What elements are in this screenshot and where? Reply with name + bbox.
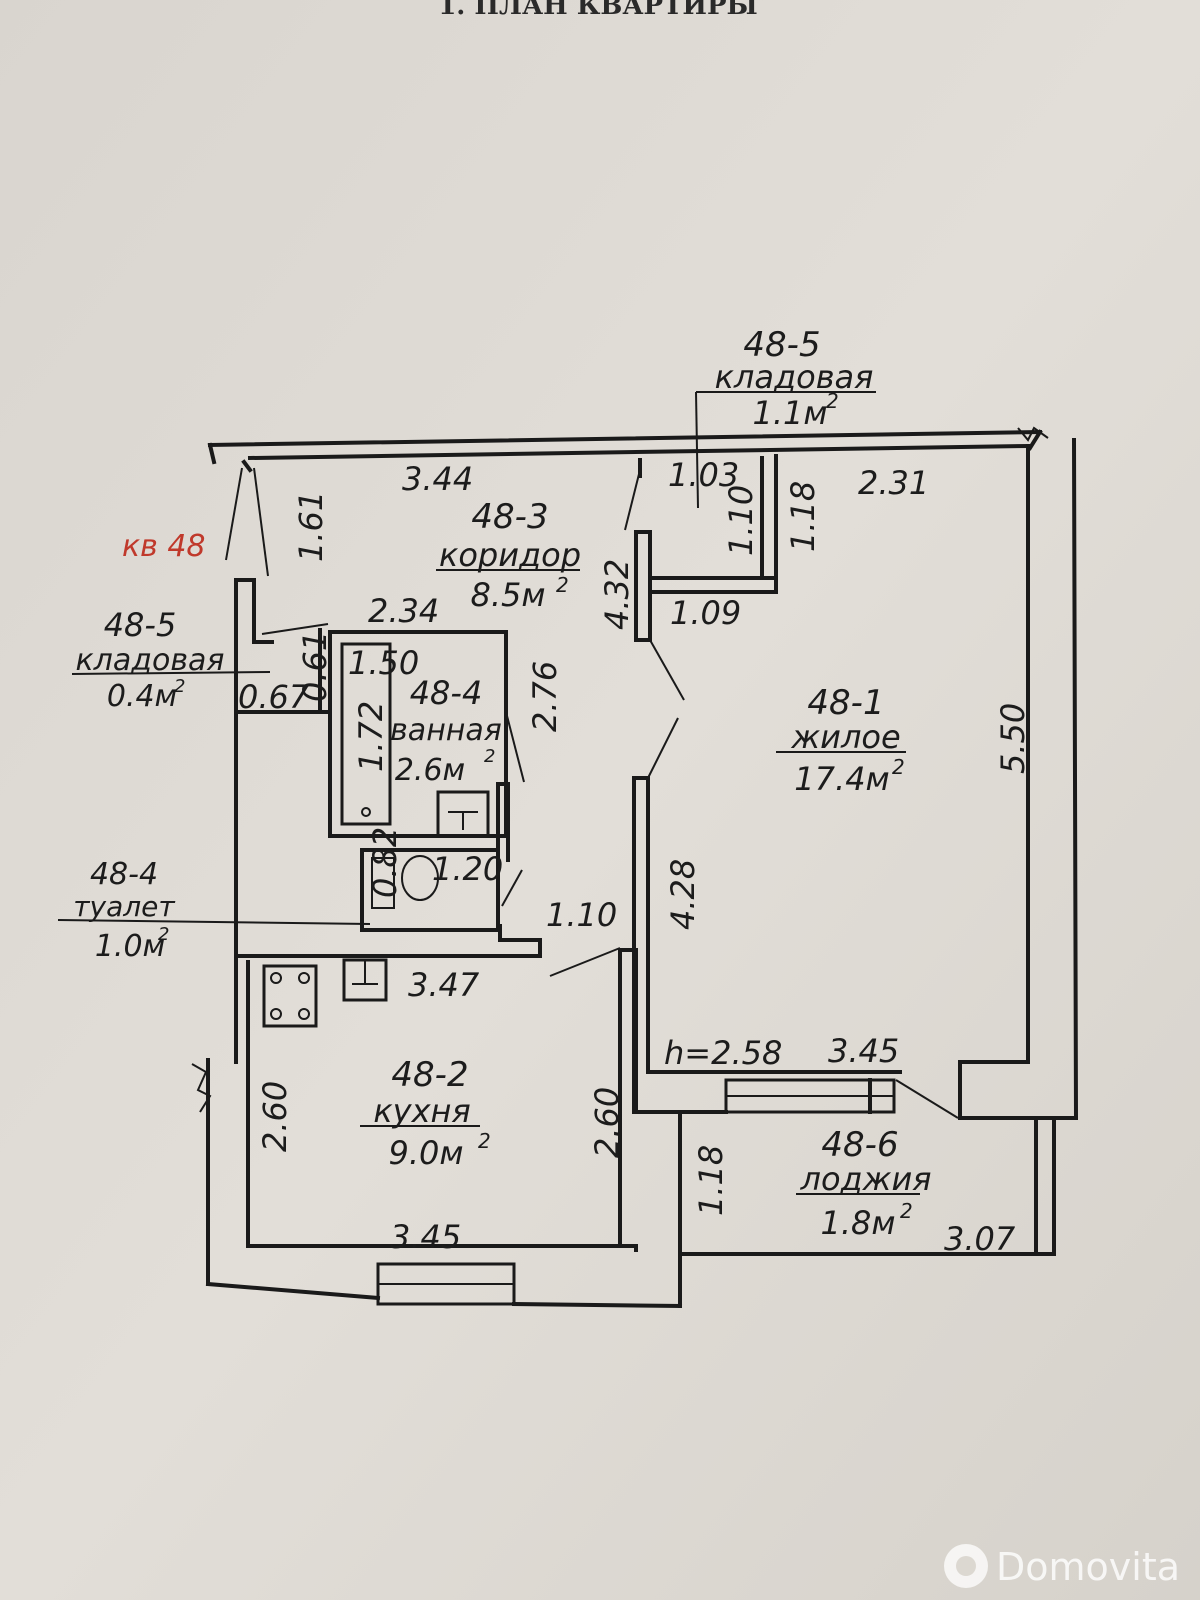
- apartment-tag: кв 48: [122, 529, 206, 564]
- room-area: 2.6м: [395, 753, 465, 788]
- room-label-48-4-bath: 48-4 ванная 2.6м 2: [390, 674, 502, 788]
- room-code: 48-3: [471, 497, 548, 537]
- dim-small-storage-width: 0.67: [238, 678, 310, 716]
- dim-corridor-side: 4.32: [598, 559, 636, 630]
- dim-corridor-mid: 2.34: [368, 592, 439, 630]
- room-area: 1.8м: [820, 1204, 895, 1242]
- room-label-48-4-toilet: 48-4 туалет 1.0м 2: [57, 857, 371, 964]
- dim-kitchen-top: 3.47: [408, 966, 480, 1004]
- dimensions: 3.44 1.03 2.31 1.61 1.10 1.18 4.32 1.09 …: [238, 456, 1032, 1258]
- dim-kitchen-right: 2.60: [588, 1087, 626, 1158]
- dim-storage-bottom: 1.09: [670, 594, 741, 632]
- room-area: 1.0м: [95, 929, 165, 964]
- dim-living-side-upper: 1.18: [784, 481, 822, 552]
- area-unit-sup: 2: [478, 1129, 491, 1153]
- room-label-48-5-top: 48-5 кладовая 1.1м 2: [695, 325, 876, 509]
- dim-living-side-lower: 4.28: [664, 859, 702, 930]
- document-title: 1. ПЛАН КВАРТИРЫ: [438, 0, 758, 21]
- watermark-text: Domovita: [996, 1545, 1180, 1589]
- room-code: 48-6: [821, 1125, 898, 1165]
- walls: [191, 426, 1079, 1309]
- room-label-48-2: 48-2 кухня 9.0м 2: [360, 1055, 491, 1172]
- room-label-48-3: 48-3 коридор 8.5м 2: [436, 497, 581, 614]
- area-unit-sup: 2: [174, 676, 185, 697]
- room-name: лоджия: [799, 1160, 931, 1198]
- room-name: туалет: [73, 890, 175, 923]
- room-code: 48-5: [104, 606, 177, 644]
- dim-corridor-top: 3.44: [402, 460, 473, 498]
- dim-entry-side: 1.61: [292, 491, 330, 562]
- dim-toilet-depth: 0.82: [366, 827, 404, 898]
- dim-storage-top: 1.03: [668, 456, 739, 494]
- dim-hall-door: 1.10: [546, 896, 617, 934]
- dim-loggia-side: 1.18: [692, 1145, 730, 1216]
- area-unit-sup: 2: [556, 573, 569, 597]
- dim-living-top: 2.31: [858, 464, 929, 502]
- area-unit-sup: 2: [892, 755, 905, 779]
- dim-bath-width: 1.50: [348, 644, 419, 682]
- room-label-48-5-left: 48-5 кладовая 0.4м 2: [71, 606, 271, 714]
- dim-toilet-width: 1.20: [432, 850, 503, 888]
- room-area: 8.5м: [470, 576, 545, 614]
- dim-kitchen-left: 2.60: [256, 1081, 294, 1152]
- area-unit-sup: 2: [900, 1199, 913, 1223]
- room-label-48-6: 48-6 лоджия 1.8м 2: [796, 1125, 932, 1242]
- area-unit-sup: 2: [158, 924, 169, 945]
- dim-loggia-length: 3.07: [944, 1220, 1016, 1258]
- area-unit-sup: 2: [826, 389, 839, 413]
- room-label-48-1: 48-1 жилое 17.4м 2: [776, 683, 906, 798]
- dim-bath-side: 2.76: [526, 661, 564, 732]
- ceiling-height: h=2.58: [664, 1034, 782, 1072]
- watermark: Domovita: [944, 1544, 1180, 1589]
- room-name: кладовая: [715, 358, 874, 396]
- area-unit-sup: 2: [484, 746, 495, 767]
- room-code: 48-5: [743, 325, 820, 365]
- dim-kitchen-bottom: 3.45: [390, 1218, 461, 1256]
- room-area: 1.1м: [752, 394, 827, 432]
- room-code: 48-4: [90, 857, 158, 892]
- room-area: 17.4м: [794, 760, 889, 798]
- room-name: жилое: [790, 718, 900, 756]
- dim-living-bottom: 3.45: [828, 1032, 899, 1070]
- dim-storage-side: 1.10: [722, 485, 760, 556]
- dim-small-storage-side: 0.61: [296, 631, 334, 702]
- room-code: 48-4: [410, 674, 483, 712]
- room-area: 0.4м: [107, 679, 177, 714]
- room-code: 48-1: [807, 683, 884, 723]
- room-code: 48-2: [391, 1055, 468, 1095]
- room-name: ванная: [390, 713, 502, 748]
- room-area: 9.0м: [388, 1134, 463, 1172]
- room-name: коридор: [439, 536, 581, 574]
- dim-bathtub-length: 1.72: [352, 701, 390, 772]
- dim-living-height: 5.50: [994, 703, 1032, 774]
- room-name: кухня: [373, 1092, 470, 1130]
